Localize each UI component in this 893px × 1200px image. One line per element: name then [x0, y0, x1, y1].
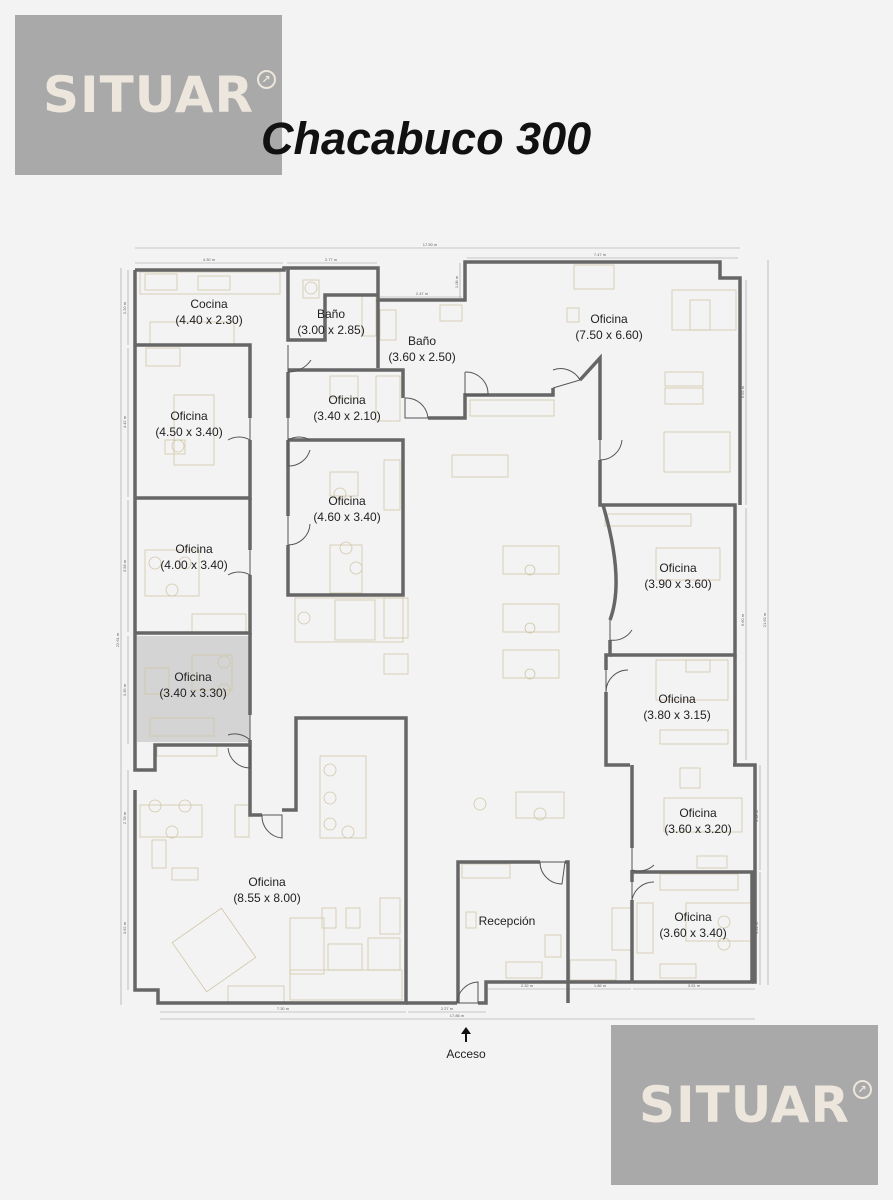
room-size: (3.60 x 3.20)	[664, 822, 731, 836]
dimension-labels: 17.50 m 4.30 m 2.77 m 2.47 m 7.47 m 7.30…	[115, 242, 767, 1018]
room-name: Oficina	[170, 409, 208, 423]
room-size: (3.80 x 3.15)	[643, 708, 710, 722]
logo-bottom: SITUAR↗	[611, 1025, 878, 1185]
dim-top-left: 4.30 m	[203, 257, 216, 262]
room-size: (4.00 x 3.40)	[160, 558, 227, 572]
dim-left-3: 3.58 m	[122, 559, 127, 572]
dim-left-total: 22.61 m	[115, 632, 120, 647]
access-arrow-icon	[461, 1027, 471, 1042]
room-size: (4.60 x 3.40)	[313, 510, 380, 524]
dim-left-2: 4.42 m	[122, 415, 127, 428]
room-name: Oficina	[248, 875, 286, 889]
room-size: (3.00 x 2.85)	[297, 323, 364, 337]
room-name: Recepción	[479, 914, 536, 928]
dim-top-total: 17.50 m	[423, 242, 438, 247]
room-labels: Cocina (4.40 x 2.30) Baño (3.00 x 2.85) …	[155, 297, 731, 940]
dim-top-mid: 2.77 m	[325, 257, 338, 262]
room-name: Baño	[317, 307, 345, 321]
dim-right-total: 21.62 m	[762, 612, 767, 627]
dim-left-4: 3.35 m	[122, 683, 127, 696]
room-name: Oficina	[175, 542, 213, 556]
dim-bottom-mid: 1.86 m	[594, 983, 607, 988]
dim-right-1: 6.62 m	[740, 385, 745, 398]
dim-right-2: 6.60 m	[740, 613, 745, 626]
room-name: Cocina	[190, 297, 228, 311]
room-name: Oficina	[590, 312, 628, 326]
room-size: (3.90 x 3.60)	[644, 577, 711, 591]
plan-title: Chacabuco 300	[261, 113, 592, 164]
dimension-lines	[120, 247, 769, 1020]
highlighted-office	[137, 636, 250, 742]
room-size: (7.50 x 6.60)	[575, 328, 642, 342]
logo-top: SITUAR↗	[15, 15, 282, 175]
dim-top-bath: 2.47 m	[416, 291, 429, 296]
logo-arrow-icon: ↗	[852, 1080, 872, 1099]
logo-wordmark: SITUAR↗	[43, 66, 276, 124]
access-label: Acceso	[446, 1047, 486, 1061]
dim-left-6: 3.62 m	[122, 921, 127, 934]
dim-bottom-left: 7.30 m	[277, 1006, 290, 1011]
dim-bottom-rec: 2.32 m	[521, 983, 534, 988]
room-name: Oficina	[679, 806, 717, 820]
room-size: (3.60 x 2.50)	[388, 350, 455, 364]
room-name: Oficina	[328, 494, 366, 508]
dim-bottom-access: 2.27 m	[441, 1006, 454, 1011]
room-name: Oficina	[658, 692, 696, 706]
room-size: (4.40 x 2.30)	[175, 313, 242, 327]
room-name: Oficina	[674, 910, 712, 924]
dim-left-5: 2.78 m	[122, 811, 127, 824]
room-size: (3.40 x 3.30)	[159, 686, 226, 700]
logo-arrow-icon: ↗	[256, 70, 276, 89]
room-name: Baño	[408, 334, 436, 348]
door-swings	[227, 345, 655, 1004]
dim-left-1: 2.20 m	[122, 301, 127, 314]
room-name: Oficina	[328, 393, 366, 407]
dim-bath-small: 1.08 m	[454, 275, 459, 288]
room-name: Oficina	[659, 561, 697, 575]
dim-bottom-right: 3.51 m	[688, 983, 701, 988]
room-size: (3.60 x 3.40)	[659, 926, 726, 940]
room-size: (3.40 x 2.10)	[313, 409, 380, 423]
walls	[133, 260, 757, 1005]
dim-top-right: 7.47 m	[594, 252, 607, 257]
logo-wordmark: SITUAR↗	[639, 1076, 872, 1134]
room-size: (4.50 x 3.40)	[155, 425, 222, 439]
room-size: (8.55 x 8.00)	[233, 891, 300, 905]
dim-bottom-total: 17.86 m	[450, 1013, 465, 1018]
room-name: Oficina	[174, 670, 212, 684]
